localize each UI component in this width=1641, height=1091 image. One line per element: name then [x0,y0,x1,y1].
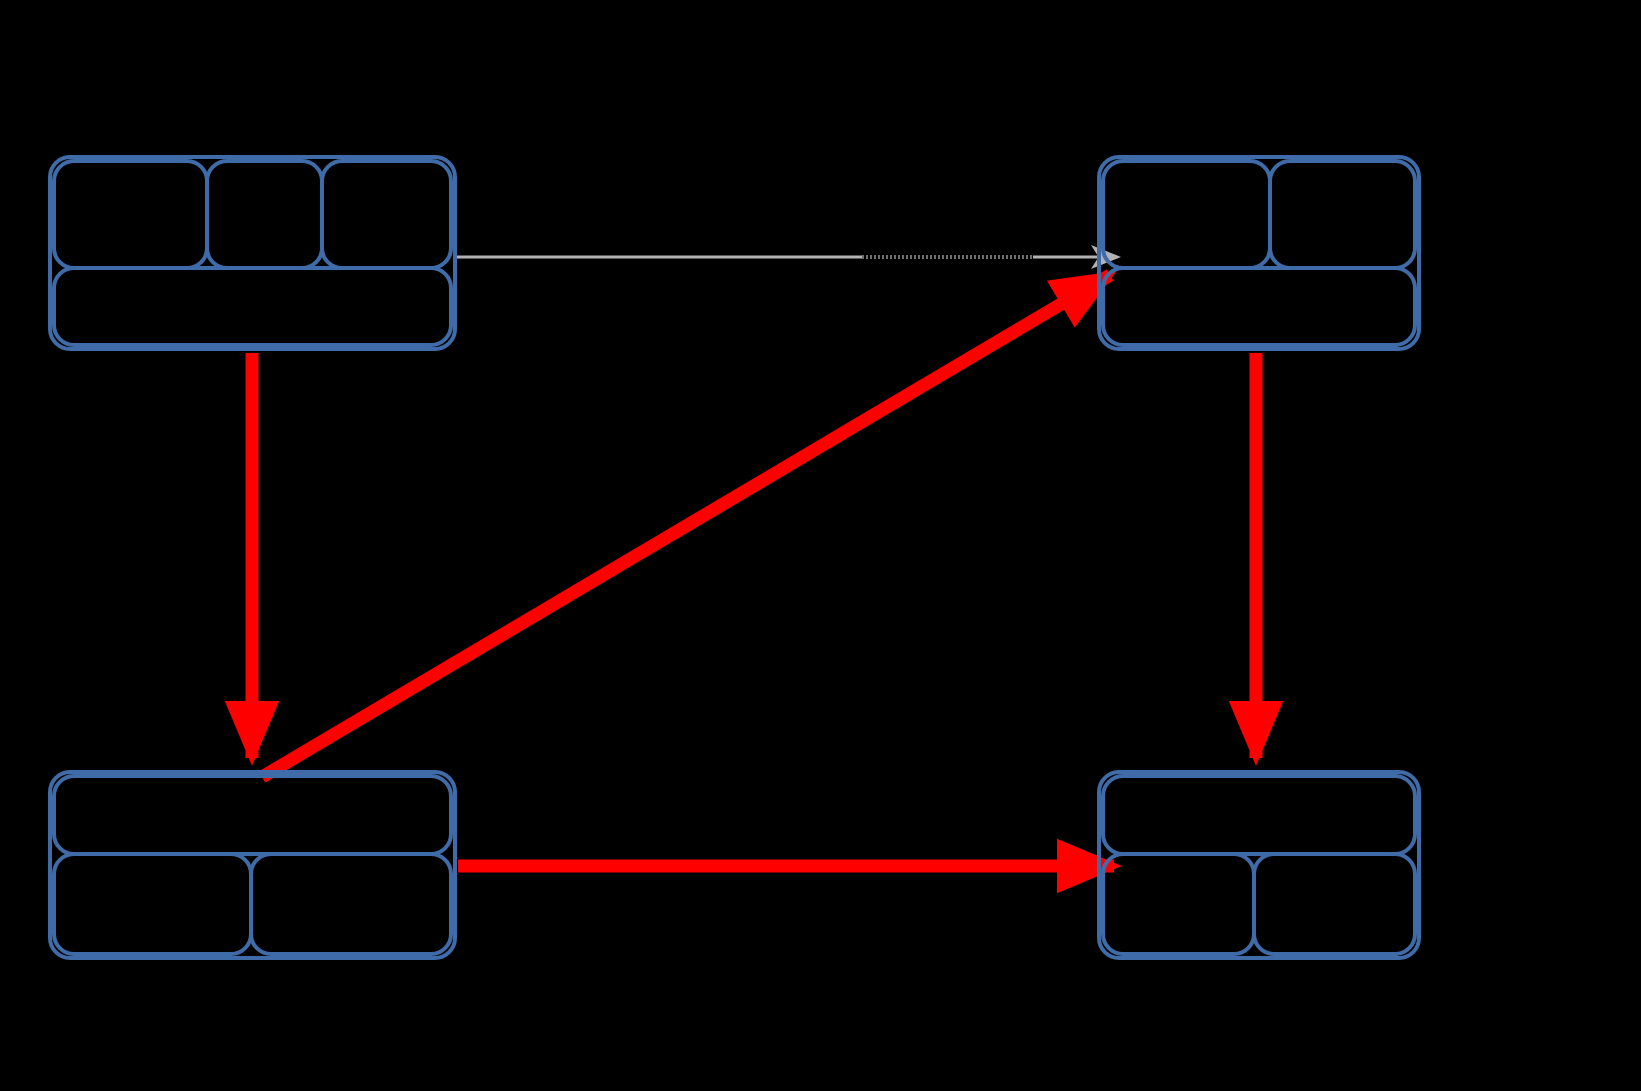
node-header-row [52,159,453,271]
node-header-row [1101,774,1417,857]
node-cell[interactable] [52,852,254,956]
node-cell[interactable] [52,159,210,271]
node-cell[interactable] [1101,852,1257,956]
node-cell[interactable] [1101,266,1417,347]
node-body-row [52,266,453,347]
node-cell[interactable] [1267,159,1417,271]
node-cell[interactable] [320,159,453,271]
node-header-row [1101,159,1417,271]
node-bottom-right-entity[interactable] [1097,770,1421,960]
node-top-left-entity[interactable] [48,155,457,351]
node-top-right-entity[interactable] [1097,155,1421,351]
node-cell[interactable] [52,266,453,347]
node-cell[interactable] [205,159,325,271]
node-cell[interactable] [1252,852,1417,956]
node-body-row [1101,266,1417,347]
node-cell[interactable] [1101,774,1417,857]
node-body-row [52,852,453,956]
node-header-row [52,774,453,857]
node-cell[interactable] [1101,159,1272,271]
node-body-row [1101,852,1417,956]
node-cell[interactable] [249,852,453,956]
node-cell[interactable] [52,774,453,857]
node-bottom-left-entity[interactable] [48,770,457,960]
